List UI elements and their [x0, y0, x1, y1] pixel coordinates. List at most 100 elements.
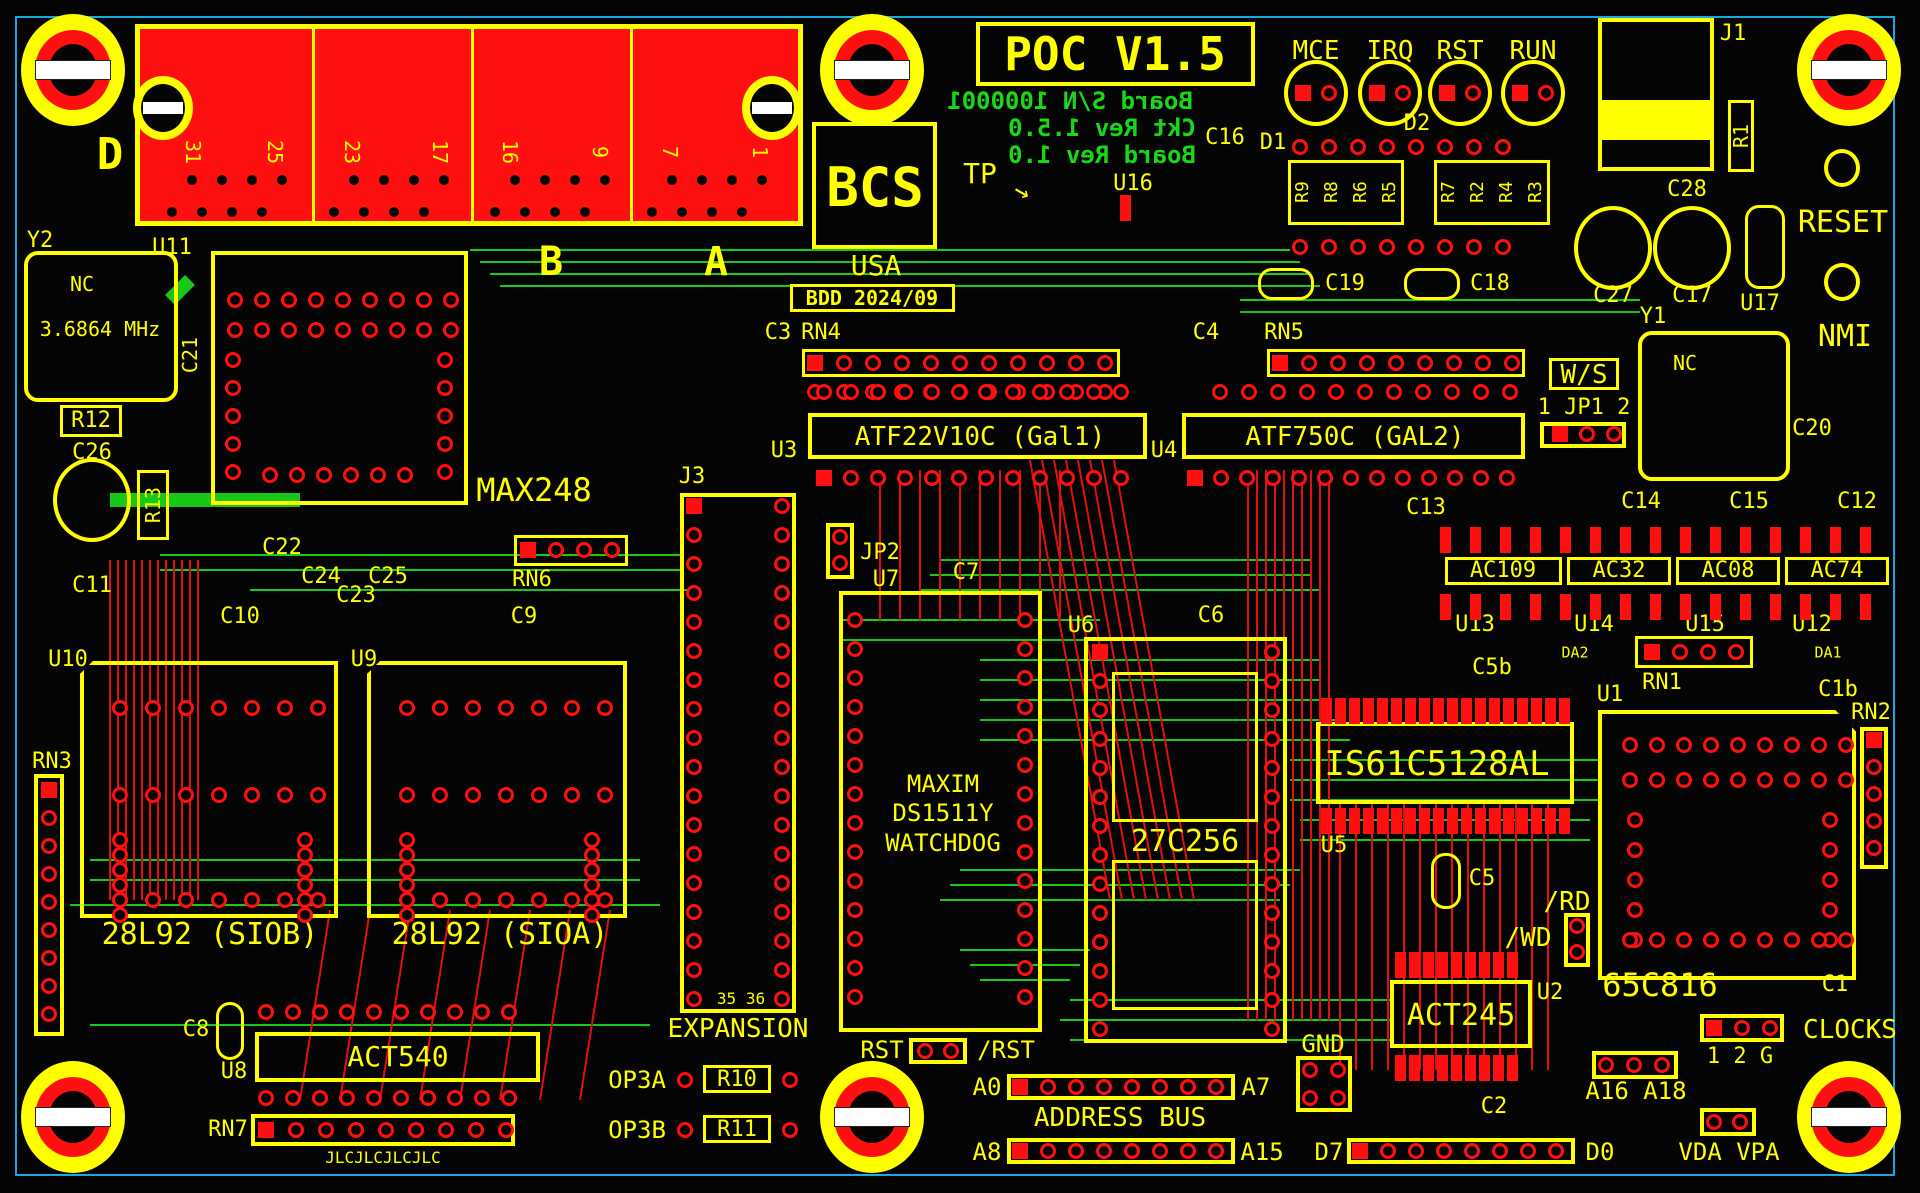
- pad: [1838, 932, 1854, 948]
- jp2-jumper[interactable]: [826, 523, 854, 579]
- pad: [1264, 702, 1280, 718]
- ac08-label: AC08: [1701, 558, 1755, 583]
- pad: [1096, 1143, 1112, 1159]
- refdes-c26: C26: [72, 440, 112, 465]
- refdes-da2: DA2: [1561, 643, 1589, 662]
- refdes-c5b: C5b: [1472, 655, 1512, 680]
- clocks-header[interactable]: [1700, 1014, 1784, 1042]
- refdes-c7: C7: [952, 560, 980, 585]
- smd-pad: [1447, 808, 1458, 834]
- pad: [584, 907, 600, 923]
- pad: [1703, 772, 1719, 788]
- pad: [917, 1043, 933, 1059]
- rst-jumper[interactable]: [909, 1038, 967, 1064]
- smd-pad: [1500, 527, 1511, 553]
- d0-label: D0: [1585, 1138, 1615, 1166]
- sio-a-chip: [367, 661, 627, 918]
- reset-button[interactable]: [1824, 149, 1860, 187]
- address-header-low[interactable]: [1007, 1074, 1235, 1100]
- smd-pad: [1391, 808, 1402, 834]
- address-header-high[interactable]: [1007, 1138, 1235, 1164]
- nmi-button[interactable]: [1824, 263, 1860, 301]
- pad: [416, 292, 432, 308]
- smd-pad: [1377, 808, 1388, 834]
- a16-a18-header[interactable]: [1592, 1051, 1678, 1079]
- pad: [366, 1004, 382, 1020]
- jp1-jumper[interactable]: [1540, 422, 1626, 448]
- refdes-c27: C27: [1593, 283, 1633, 308]
- smd-pad: [1447, 698, 1458, 724]
- refdes-r8: R8: [1321, 181, 1342, 203]
- pad: [1292, 139, 1308, 155]
- smd-pad: [1479, 1055, 1490, 1081]
- pad: [1700, 644, 1716, 660]
- smd-pad: [1405, 698, 1416, 724]
- pad: [244, 700, 260, 716]
- smd-pad: [1475, 698, 1486, 724]
- pad: [564, 892, 580, 908]
- pad: [487, 204, 503, 220]
- pad: [41, 894, 57, 910]
- pad: [1270, 384, 1286, 400]
- expansion-header[interactable]: [680, 493, 796, 1013]
- rd-wd-jumper[interactable]: [1564, 913, 1590, 967]
- date-code-box: [790, 284, 955, 312]
- pad: [1626, 1057, 1642, 1073]
- pad: [420, 1004, 436, 1020]
- pad: [1822, 842, 1838, 858]
- refdes-c9: C9: [510, 604, 538, 629]
- pad: [677, 1072, 693, 1088]
- pad: [1068, 1079, 1084, 1095]
- smd-pad: [1500, 594, 1511, 620]
- data-header[interactable]: [1347, 1138, 1575, 1164]
- resistor-block-2: [1434, 160, 1550, 225]
- pad: [225, 436, 241, 452]
- pad: [1264, 789, 1280, 805]
- smd-pad: [1335, 698, 1346, 724]
- pad: [1092, 876, 1108, 892]
- pad: [584, 832, 600, 848]
- pad: [1321, 139, 1337, 155]
- pad: [1502, 384, 1518, 400]
- pad: [1017, 931, 1033, 947]
- ws-label: W/S: [1560, 360, 1608, 390]
- refdes-r2: R2: [1467, 181, 1488, 203]
- refdes-d2: D2: [1403, 111, 1431, 136]
- smd-pad: [1559, 808, 1570, 834]
- pad: [597, 787, 613, 803]
- pad: [1548, 1143, 1564, 1159]
- smd-pad: [1433, 808, 1444, 834]
- pad: [686, 585, 702, 601]
- pad: [1866, 813, 1882, 829]
- refdes-rn4: RN4: [801, 320, 841, 345]
- smd-pad: [1710, 594, 1721, 620]
- smd-pad: [1770, 527, 1781, 553]
- trace: [1041, 459, 1123, 901]
- pad: [436, 172, 452, 188]
- pad: [339, 1004, 355, 1020]
- smd-pad: [1560, 527, 1571, 553]
- ac74-label: AC74: [1810, 558, 1864, 583]
- pad: [1096, 1079, 1112, 1095]
- pad: [1180, 1079, 1196, 1095]
- pad: [1762, 1020, 1778, 1036]
- pad: [1092, 673, 1108, 689]
- pad: [145, 787, 161, 803]
- pad: [498, 892, 514, 908]
- pad: [1444, 384, 1460, 400]
- pad: [584, 847, 600, 863]
- pad: [437, 436, 453, 452]
- refdes-r7: R7: [1438, 181, 1459, 203]
- capacitor-c19: [1258, 268, 1314, 300]
- pad: [1291, 470, 1307, 486]
- pad: [285, 1090, 301, 1106]
- pad: [1369, 470, 1385, 486]
- pad: [335, 292, 351, 308]
- trace: [339, 909, 371, 1101]
- vda-vpa-header[interactable]: [1700, 1108, 1756, 1136]
- connector-mount-hole: [133, 76, 193, 140]
- watchdog-label-2: DS1511Y: [892, 799, 994, 827]
- pad: [1124, 1079, 1140, 1095]
- pad: [1757, 932, 1773, 948]
- pad: [1408, 1143, 1424, 1159]
